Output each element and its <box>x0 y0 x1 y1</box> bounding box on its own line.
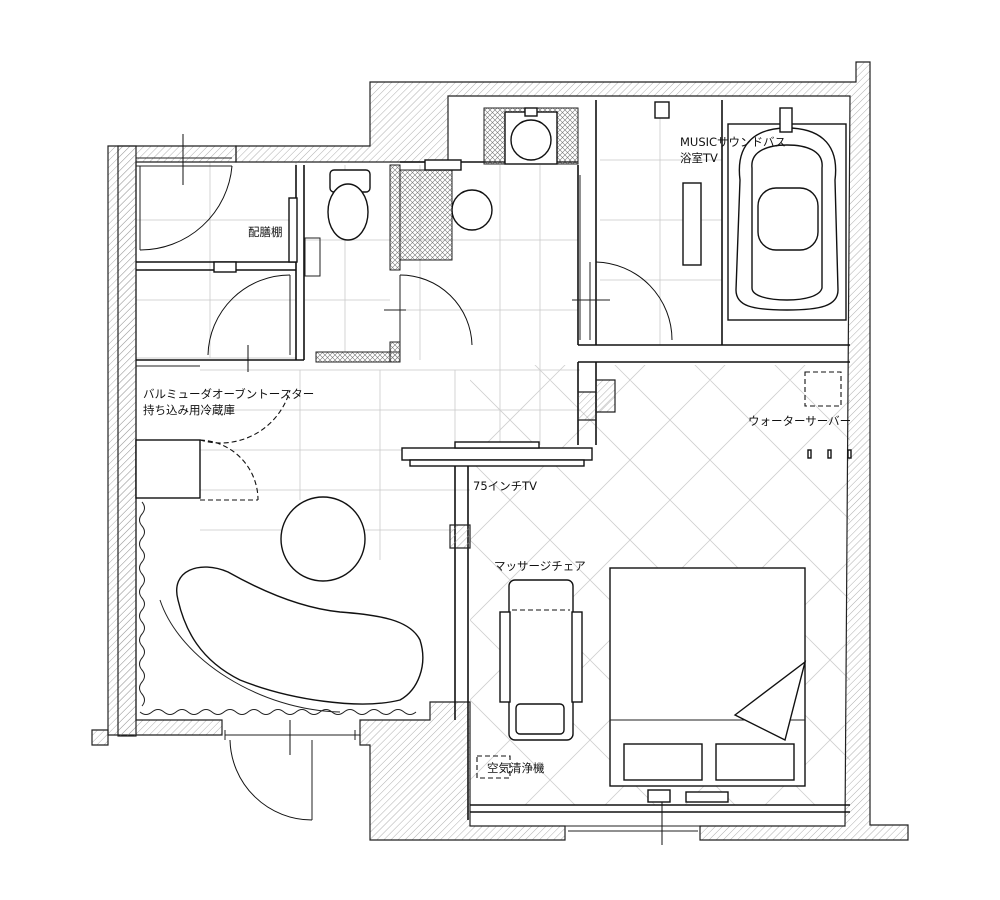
pantry-shelf <box>213 197 298 273</box>
washbasin <box>424 107 579 171</box>
toilet <box>304 169 493 277</box>
round-table <box>280 496 366 582</box>
doors <box>136 134 700 845</box>
air-purifier-label: 空気清浄機 <box>487 761 545 775</box>
walls <box>91 61 909 841</box>
tv-label: 75インチTV <box>473 479 537 493</box>
curved-sofa <box>159 566 424 713</box>
kitchen-floor-grid <box>135 161 297 359</box>
air-purifier <box>476 755 511 779</box>
massage-chair-label: マッサージチェア <box>494 559 586 573</box>
bath-tv-label: 浴室TV <box>680 151 718 165</box>
fridge-label: 持ち込み用冷蔵庫 <box>143 403 235 417</box>
pantry-shelf-label: 配膳棚 <box>248 225 283 239</box>
massage-chair <box>499 579 583 741</box>
tv-console <box>401 441 593 467</box>
bath-audio-label: MUSICサウンドバス <box>680 135 786 149</box>
bed <box>609 567 807 787</box>
kitchen-units <box>135 365 201 499</box>
curtain <box>139 501 417 715</box>
bedside-outlets <box>647 789 729 803</box>
water-server-label: ウォーターサーバー <box>748 414 851 428</box>
water-server <box>804 371 852 459</box>
bathtub <box>654 101 847 321</box>
toaster-label: バルミューダオーブントースター <box>143 387 314 401</box>
